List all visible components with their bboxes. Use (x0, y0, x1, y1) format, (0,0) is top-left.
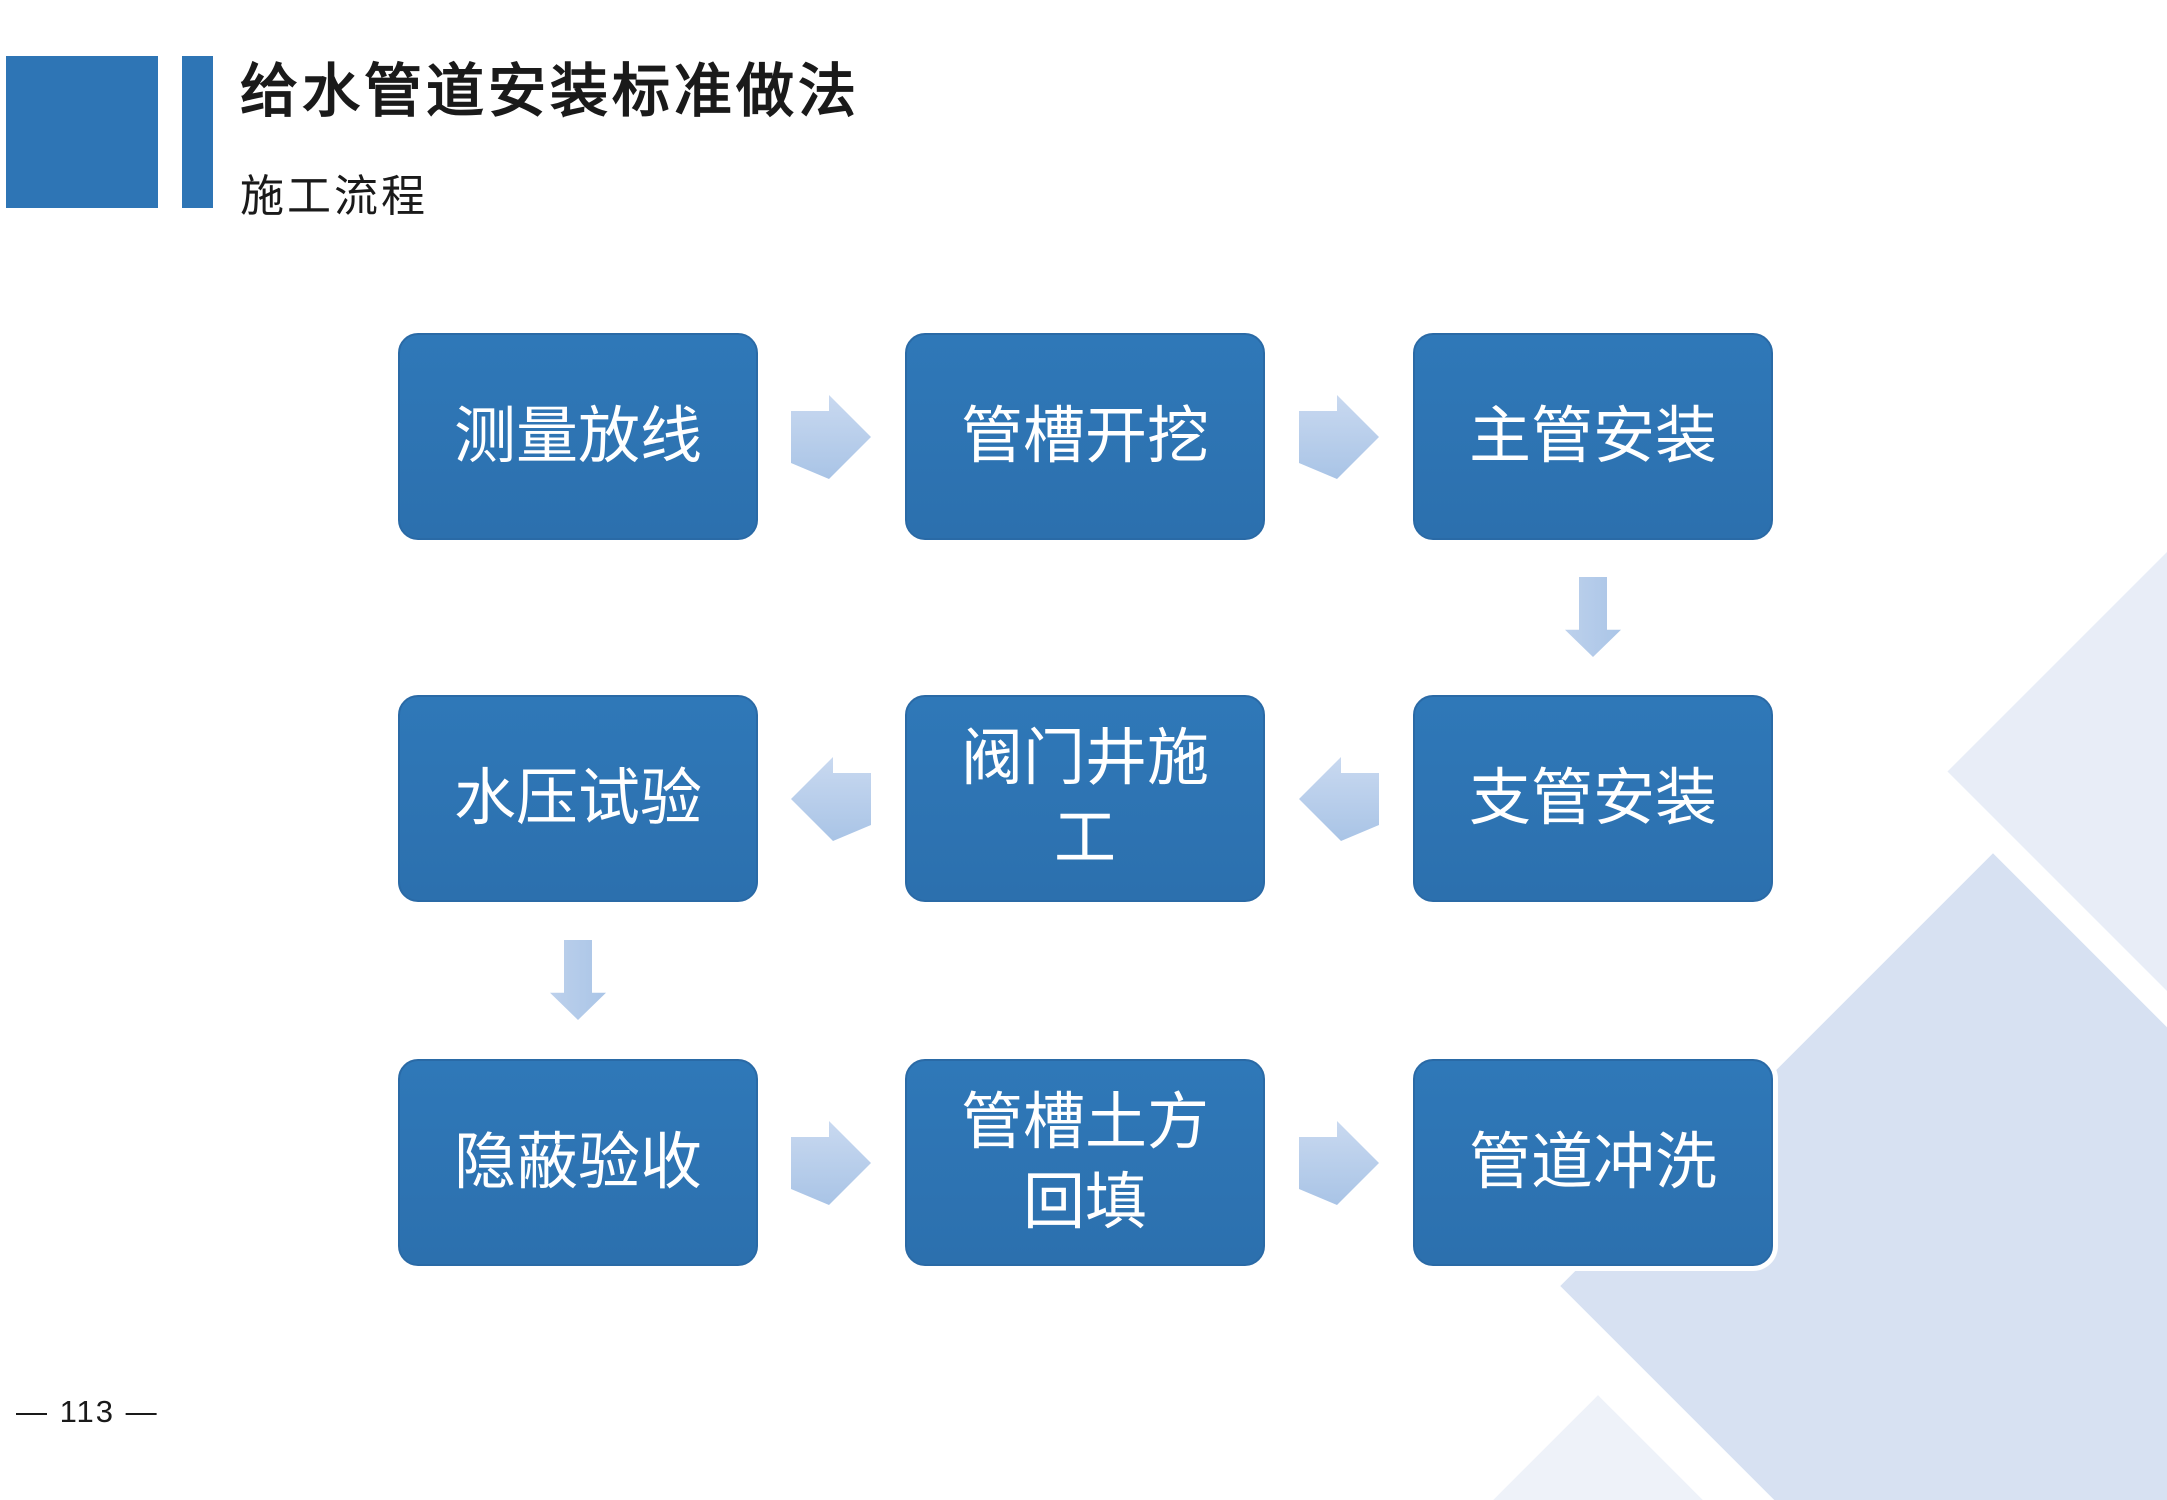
node-concealed-acceptance: 隐蔽验收 (398, 1059, 758, 1266)
page-subtitle: 施工流程 (240, 172, 428, 221)
arrow-right-icon (791, 395, 871, 479)
arrow-right-icon (791, 1121, 871, 1205)
page-title: 给水管道安装标准做法 (240, 59, 861, 124)
arrow-down-icon (1565, 577, 1621, 657)
node-pipe-flushing: 管道冲洗 (1413, 1059, 1773, 1266)
accent-bar (182, 56, 213, 208)
accent-square (6, 56, 158, 208)
page-number: — 113 — (16, 1394, 159, 1429)
node-hydrostatic-test: 水压试验 (398, 695, 758, 902)
node-branch-pipe-install: 支管安装 (1413, 695, 1773, 902)
node-trench-excavation: 管槽开挖 (905, 333, 1265, 540)
node-measure-layout: 测量放线 (398, 333, 758, 540)
arrow-down-icon (550, 940, 606, 1020)
arrow-right-icon (1299, 395, 1379, 479)
node-main-pipe-install: 主管安装 (1413, 333, 1773, 540)
arrow-left-icon (791, 757, 871, 841)
arrow-left-icon (1299, 757, 1379, 841)
arrow-right-icon (1299, 1121, 1379, 1205)
node-valve-well-construction: 阀门井施 工 (905, 695, 1265, 902)
node-trench-backfill: 管槽土方 回填 (905, 1059, 1265, 1266)
